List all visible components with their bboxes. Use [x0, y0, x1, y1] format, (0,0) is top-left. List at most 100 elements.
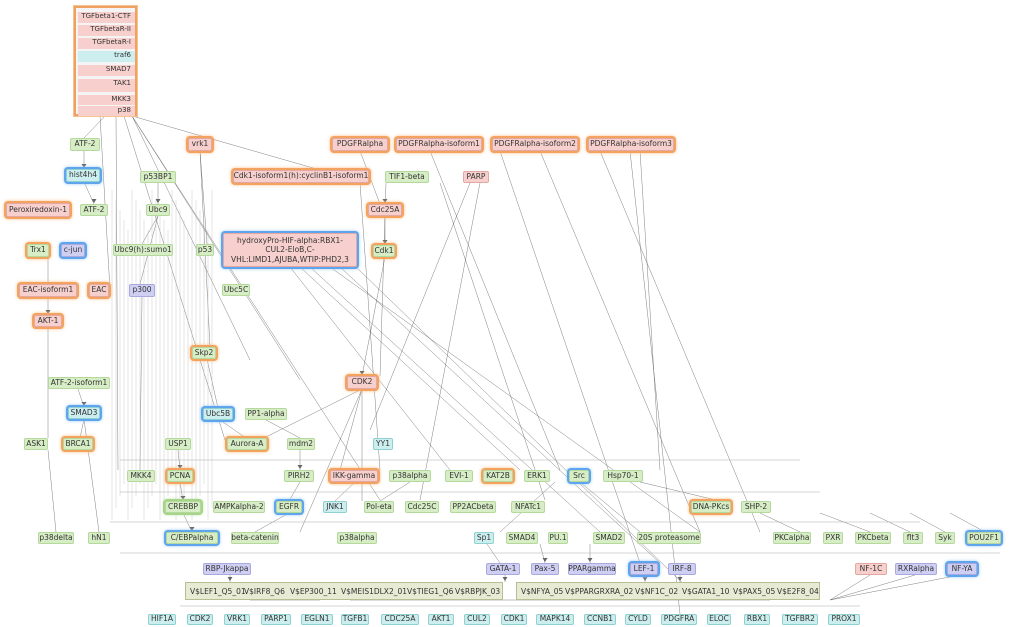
node-ikk-gamma[interactable]: IKK-gamma	[330, 470, 378, 482]
node-trx1[interactable]: Trx1	[27, 244, 49, 257]
node-cdc25a[interactable]: Cdc25A	[368, 204, 402, 216]
node-shp-2[interactable]: SHP-2	[741, 501, 771, 513]
node-mkk4[interactable]: MKK4	[127, 470, 155, 482]
node-hsp70-1[interactable]: Hsp70-1	[603, 470, 643, 482]
node-ppargamma[interactable]: PPARgamma	[568, 563, 616, 575]
node-irf8[interactable]: IRF-8	[668, 563, 696, 575]
tf-site-group-1[interactable]: V$LEF1_Q5_01 V$IRF8_Q6 V$EP300_11 V$MEIS…	[185, 582, 503, 600]
node-ubc9-sumo1[interactable]: Ubc9(h):sumo1	[113, 244, 173, 256]
gene-node[interactable]: TGFB1	[341, 614, 369, 625]
node-cjun[interactable]: c-jun	[61, 244, 85, 257]
gene-node[interactable]: ELOC	[707, 614, 731, 625]
gene-node[interactable]: CDK2	[187, 614, 213, 625]
node-pp2acbeta[interactable]: PP2ACbeta	[450, 501, 496, 513]
node-erk1[interactable]: ERK1	[524, 470, 550, 482]
node-evi1[interactable]: EVI-1	[445, 470, 473, 482]
node-nf-ya[interactable]: NF-YA	[947, 563, 977, 575]
node-tif1-beta[interactable]: TIF1-beta	[385, 171, 429, 183]
gene-node[interactable]: RBX1	[744, 614, 770, 625]
tgfbeta-complex[interactable]: TGFbeta1-CTF TGFbetaR-II TGFbetaR-I traf…	[74, 6, 137, 116]
tf-site-group-2[interactable]: V$NFYA_05 V$PPARGRXRA_02 V$NF1C_02 V$GAT…	[516, 582, 820, 600]
node-pxr[interactable]: PXR	[823, 532, 843, 544]
node-crebbp[interactable]: CREBBP	[165, 501, 201, 513]
node-peroxiredoxin1[interactable]: Peroxiredoxin-1	[6, 203, 70, 217]
node-akt1[interactable]: AKT-1	[34, 315, 62, 327]
node-pdgfralpha[interactable]: PDGFRalpha	[332, 138, 388, 151]
node-rxralpha[interactable]: RXRalpha	[895, 563, 937, 575]
node-mdm2[interactable]: mdm2	[287, 438, 315, 450]
node-pdgfralpha-isoform2[interactable]: PDGFRalpha-isoform2	[492, 138, 578, 151]
node-pu1[interactable]: PU.1	[548, 532, 568, 544]
gene-node[interactable]: CUL2	[464, 614, 490, 625]
node-nfatc1[interactable]: NFATc1	[511, 501, 545, 513]
node-skp2[interactable]: Skp2	[192, 347, 216, 359]
node-smad3[interactable]: SMAD3	[68, 407, 100, 419]
node-hist4h4[interactable]: hist4h4	[66, 169, 100, 182]
node-pirh2[interactable]: PIRH2	[284, 470, 314, 482]
gene-node[interactable]: VRK1	[224, 614, 250, 625]
gene-node[interactable]: PROX1	[828, 614, 860, 625]
node-eac[interactable]: EAC	[89, 284, 109, 297]
node-ask1[interactable]: ASK1	[24, 438, 48, 450]
node-lef1[interactable]: LEF-1	[630, 563, 658, 575]
node-atf2-b[interactable]: ATF-2	[80, 204, 108, 216]
node-hn1[interactable]: hN1	[88, 532, 110, 544]
node-pol-eta[interactable]: Pol-eta	[364, 501, 394, 513]
gene-node[interactable]: CDK1	[501, 614, 527, 625]
gene-node[interactable]: PARP1	[261, 614, 291, 625]
node-cdc25c[interactable]: Cdc25C	[405, 501, 439, 513]
gene-node[interactable]: MAPK14	[536, 614, 574, 625]
node-atf2-isoform1[interactable]: ATF-2-isoform1	[48, 377, 110, 389]
gene-node[interactable]: CCNB1	[584, 614, 616, 625]
gene-node[interactable]: CYLD	[625, 614, 651, 625]
node-kat2b[interactable]: KAT2B	[483, 470, 513, 482]
node-cdk1-cyclinb1[interactable]: Cdk1-isoform1(h):cyclinB1-isoform1	[233, 170, 369, 183]
node-src[interactable]: Src	[569, 470, 589, 482]
node-ubc9[interactable]: Ubc9	[146, 204, 170, 216]
node-p53bp1[interactable]: p53BP1	[140, 171, 176, 183]
node-flt3[interactable]: flt3	[903, 532, 923, 544]
node-egfr[interactable]: EGFR	[276, 501, 302, 513]
node-20s-proteasome[interactable]: 20S proteasome	[637, 532, 701, 544]
node-eac-isoform1[interactable]: EAC-isoform1	[19, 284, 77, 297]
gene-node[interactable]: TGFBR2	[782, 614, 818, 625]
node-dna-pkcs[interactable]: DNA-PKcs	[691, 501, 731, 513]
node-p53[interactable]: p53	[196, 244, 214, 256]
node-pax5[interactable]: Pax-5	[531, 563, 559, 575]
node-beta-catenin[interactable]: beta-catenin	[231, 532, 279, 544]
node-pdgfralpha-isoform1[interactable]: PDGFRalpha-isoform1	[396, 138, 482, 151]
node-vrk1[interactable]: vrk1	[188, 138, 212, 151]
node-pou2f1[interactable]: POU2F1	[967, 532, 1001, 544]
node-pdgfralpha-isoform3[interactable]: PDGFRalpha-isoform3	[588, 138, 674, 151]
node-cdk1[interactable]: Cdk1	[373, 245, 395, 257]
node-hif-complex[interactable]: hydroxyPro-HIF-alpha:RBX1-CUL2-EloB,C-VH…	[223, 233, 357, 267]
gene-node[interactable]: HIF1A	[148, 614, 176, 625]
node-sp1[interactable]: Sp1	[474, 532, 494, 544]
gene-node[interactable]: CDC25A	[381, 614, 419, 625]
node-brca1[interactable]: BRCA1	[63, 438, 93, 450]
node-parp[interactable]: PARP	[463, 171, 489, 183]
node-p300[interactable]: p300	[129, 284, 155, 297]
node-pkcalpha[interactable]: PKCalpha	[773, 532, 811, 544]
node-pp1-alpha[interactable]: PP1-alpha	[245, 408, 287, 420]
node-usp1[interactable]: USP1	[165, 438, 191, 450]
node-pcna[interactable]: PCNA	[167, 470, 193, 482]
gene-node[interactable]: AKT1	[428, 614, 454, 625]
node-cdk2[interactable]: CDK2	[347, 376, 377, 389]
node-ubc5b[interactable]: Ubc5B	[203, 408, 233, 420]
node-p38alpha[interactable]: p38alpha	[389, 470, 431, 482]
node-atf2[interactable]: ATF-2	[70, 138, 100, 151]
gene-node[interactable]: PDGFRA	[661, 614, 697, 625]
node-jnk1[interactable]: JNK1	[323, 501, 347, 513]
node-ampkalpha-2[interactable]: AMPKalpha-2	[213, 501, 265, 513]
node-rbp-jkappa[interactable]: RBP-Jkappa	[203, 563, 251, 575]
node-smad4[interactable]: SMAD4	[506, 532, 538, 544]
node-smad2[interactable]: SMAD2	[593, 532, 625, 544]
node-syk[interactable]: Syk	[935, 532, 955, 544]
node-yy1[interactable]: YY1	[373, 438, 393, 450]
gene-node[interactable]: EGLN1	[301, 614, 333, 625]
node-cebpalpha[interactable]: C/EBPalpha	[166, 532, 218, 544]
node-pkcbeta[interactable]: PKCbeta	[855, 532, 891, 544]
node-p38alpha-b[interactable]: p38alpha	[337, 532, 377, 544]
node-aurora-a[interactable]: Aurora-A	[227, 438, 267, 450]
